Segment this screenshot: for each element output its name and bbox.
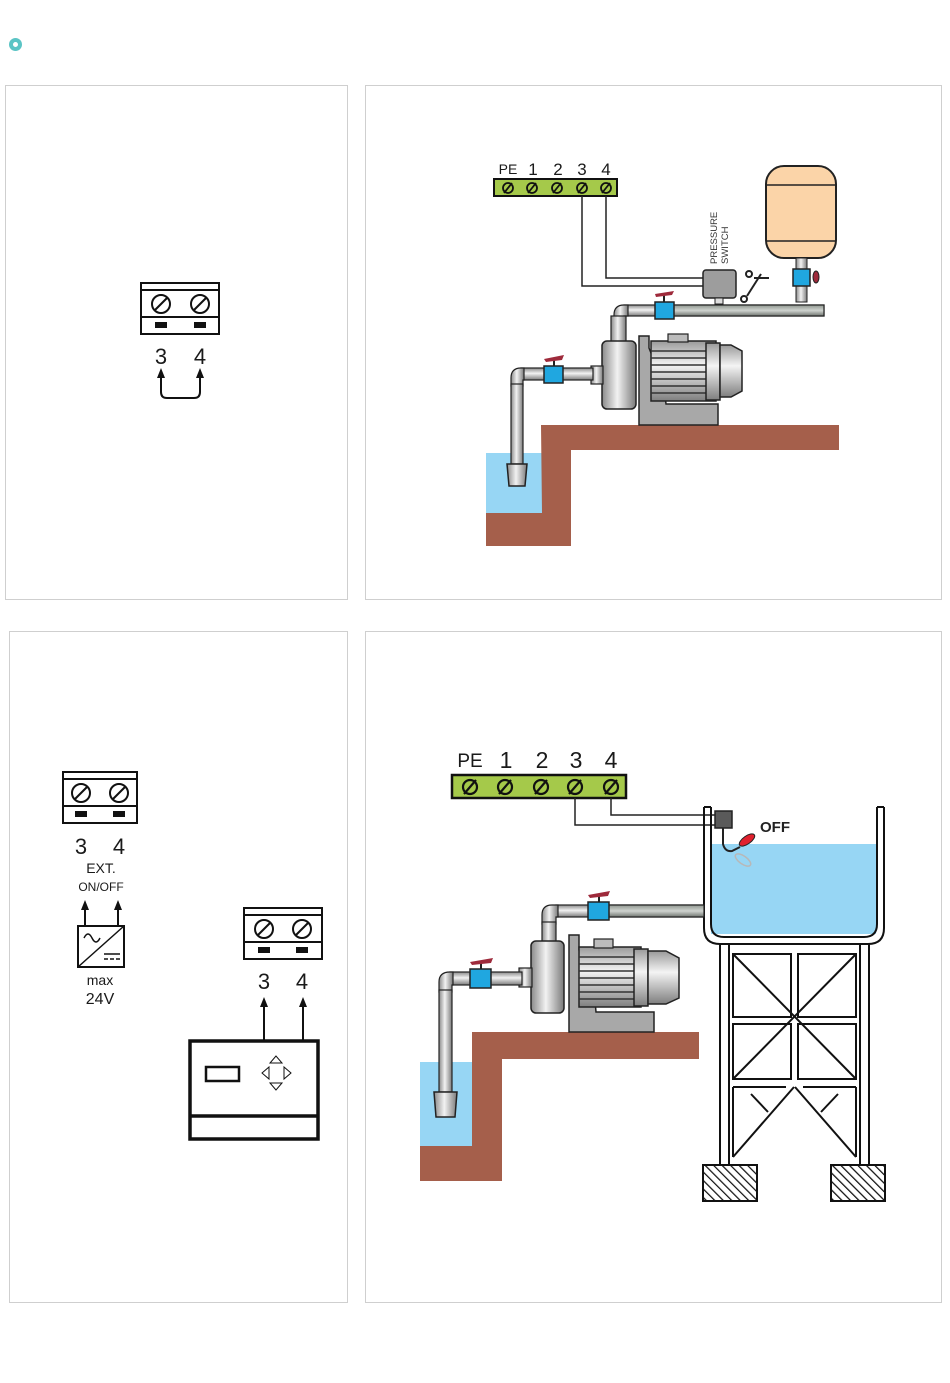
valve-icon [544, 355, 564, 383]
power-supply-icon [78, 926, 124, 967]
terminal-label: 3 [570, 747, 583, 773]
pressure-switch-label: PRESSURE [709, 212, 720, 264]
tower-foot [703, 1165, 757, 1201]
terminal-block-left [63, 772, 137, 823]
terminal-block [141, 283, 219, 334]
expansion-tank [766, 166, 836, 302]
float-state-label: OFF [760, 819, 790, 836]
terminal-label: 3 [155, 344, 167, 369]
terminal-label: 1 [528, 160, 537, 179]
arrow-up-icon [260, 997, 268, 1007]
pump-unit [519, 935, 679, 1032]
pressure-switch [703, 270, 736, 304]
terminal-strip [494, 179, 617, 196]
section-bullet-icon [9, 38, 22, 51]
tank-tower [720, 944, 869, 1164]
panel-float-switch-installation: PE 1 2 3 4 OFF [365, 631, 942, 1303]
arrow-up-icon [299, 997, 307, 1007]
terminal-label: 2 [553, 160, 562, 179]
signal-wires [582, 196, 704, 286]
float-switch-diagram: PE 1 2 3 4 OFF [366, 632, 943, 1304]
max-label: max [87, 972, 113, 988]
external-control-diagram: 3 4 EXT. ON/OFF max 24V [10, 632, 349, 1304]
pressure-switch-diagram: PE 1 2 3 4 PRESSURE SWITCH [366, 86, 943, 601]
jumper-diagram: 3 4 [6, 86, 349, 601]
terminal-label: PE [499, 161, 518, 177]
wrench-icon [741, 271, 769, 302]
terminal-label: 1 [500, 747, 513, 773]
terminal-label: 4 [296, 969, 308, 994]
arrow-up-icon [157, 368, 165, 378]
terminal-label: 4 [601, 160, 610, 179]
ext-label: EXT. [86, 860, 116, 876]
supply-wires [85, 909, 118, 926]
tower-foot [831, 1165, 885, 1201]
on-off-label: ON/OFF [78, 880, 123, 894]
display-icon [206, 1067, 239, 1081]
arrow-up-icon [81, 900, 89, 910]
controller-unit [190, 1041, 318, 1139]
jumper-wire [161, 376, 200, 398]
valve-icon [470, 958, 493, 988]
signal-wires [575, 798, 716, 825]
terminal-label: 2 [536, 747, 549, 773]
terminal-label: 3 [577, 160, 586, 179]
terminal-label: 4 [113, 834, 125, 859]
panel-external-on-off: 3 4 EXT. ON/OFF max 24V [9, 631, 348, 1303]
panel-pressure-switch-installation: PE 1 2 3 4 PRESSURE SWITCH [365, 85, 942, 600]
pressure-switch-label: SWITCH [720, 226, 731, 264]
valve-icon [655, 291, 674, 319]
panel-jumper-wiring: 3 4 [5, 85, 348, 600]
terminal-label: 4 [605, 747, 618, 773]
pump-unit [591, 334, 742, 425]
arrow-up-icon [114, 900, 122, 910]
valve-icon [588, 891, 610, 920]
controller-wires [264, 1006, 303, 1041]
terminal-strip [452, 775, 626, 798]
terminal-label: 4 [194, 344, 206, 369]
voltage-label: 24V [86, 991, 115, 1008]
arrow-up-icon [196, 368, 204, 378]
terminal-label: 3 [258, 969, 270, 994]
terminal-label: 3 [75, 834, 87, 859]
terminal-label: PE [457, 751, 482, 772]
terminal-block-right [244, 908, 322, 959]
